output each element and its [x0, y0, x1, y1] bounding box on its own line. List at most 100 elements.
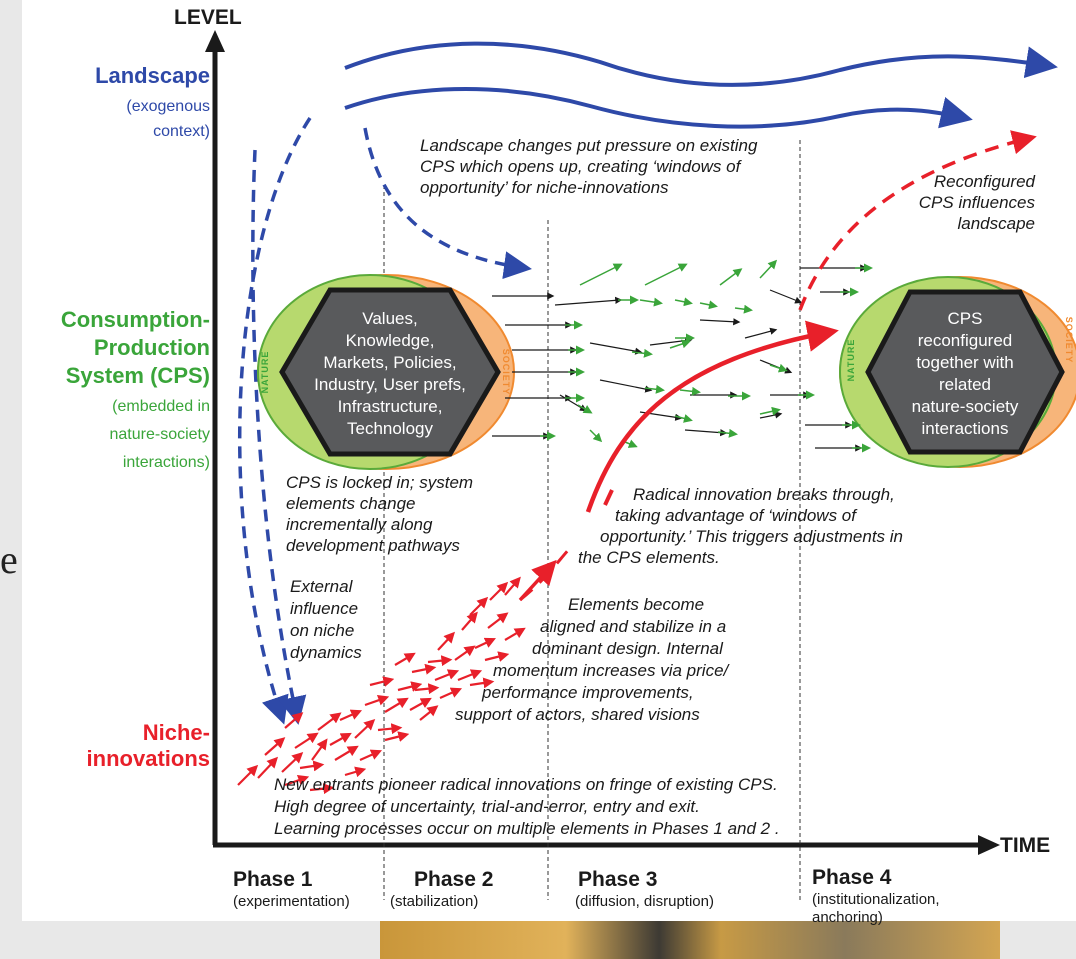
hex-right-line-1: CPS — [948, 309, 983, 328]
niche-arrow — [397, 681, 423, 692]
green-arrow — [644, 384, 665, 394]
phase-4-sub-2: anchoring) — [812, 909, 883, 926]
landscape-sub-2: context) — [153, 123, 210, 140]
nature-label-left: NATURE — [260, 351, 270, 394]
reconfigured-arrow — [798, 130, 1037, 311]
aligned-line-2: aligned and stabilize in a — [540, 617, 726, 636]
black-arrow — [589, 342, 643, 355]
niche-arrow — [377, 723, 403, 735]
niche-arrow — [264, 737, 286, 756]
niche-arrow — [504, 627, 526, 641]
black-arrow — [699, 318, 741, 326]
phase-1-name: Phase 1 — [233, 868, 313, 891]
hex-left-line-4: Industry, User prefs, — [314, 375, 466, 394]
phase-2-name: Phase 2 — [414, 868, 493, 891]
entrants-line-3: Learning processes occur on multiple ele… — [274, 819, 780, 838]
hex-right-line-5: nature-society — [912, 397, 1019, 416]
green-arrow — [759, 259, 778, 279]
niche-arrow — [484, 651, 510, 662]
black-arrow — [759, 411, 783, 419]
niche-title-2: innovations — [87, 746, 210, 771]
x-axis-arrow — [978, 835, 1000, 855]
niche-arrows — [237, 576, 526, 795]
phase-labels: Phase 1 (experimentation) Phase 2 (stabi… — [233, 866, 940, 926]
locked-line-4: development pathways — [286, 536, 460, 555]
niche-arrow — [487, 612, 509, 629]
niche-arrow — [334, 745, 359, 761]
hex-left-line-2: Knowledge, — [346, 331, 435, 350]
breakthrough-line-2: taking advantage of ‘windows of — [615, 506, 858, 525]
pressure-arrow — [363, 127, 532, 280]
level-labels: Landscape (exogenous context) Consumptio… — [61, 63, 210, 771]
entrants-line-2: High degree of uncertainty, trial-and-er… — [274, 797, 700, 816]
cps-hexagon-left — [279, 287, 501, 457]
niche-arrow — [299, 760, 325, 772]
hex-left-line-6: Technology — [347, 419, 434, 438]
niche-arrow — [384, 731, 410, 742]
green-arrow — [631, 348, 653, 358]
reconfigured-line-1: Reconfigured — [934, 172, 1036, 191]
green-arrow — [769, 363, 788, 373]
landscape-wave-upper — [344, 41, 1058, 87]
niche-arrow — [317, 712, 342, 731]
cps-title-2: Production — [94, 335, 210, 360]
aligned-line-6: support of actors, shared visions — [455, 705, 700, 724]
red-trajectory — [518, 130, 1037, 602]
niche-arrow — [329, 732, 352, 746]
phase-3-sub: (diffusion, disruption) — [575, 893, 714, 910]
external-line-1: External — [290, 577, 354, 596]
green-arrow — [759, 406, 781, 416]
niche-title-1: Niche- — [143, 720, 210, 745]
hex-left-line-3: Markets, Policies, — [323, 353, 456, 372]
niche-arrow — [461, 611, 478, 631]
black-arrow — [649, 337, 693, 346]
annotations: Landscape changes put pressure on existi… — [274, 136, 1036, 838]
hex-right-line-2: reconfigured — [918, 331, 1013, 350]
black-arrow — [744, 327, 778, 339]
red-segment — [603, 489, 614, 506]
external-line-2: influence — [290, 599, 358, 618]
green-arrows — [540, 259, 873, 453]
niche-arrow — [409, 697, 432, 711]
green-arrow — [674, 297, 693, 307]
cps-left-system: NATURE SOCIETY Values, Knowledge, Market… — [257, 274, 515, 470]
niche-arrow — [411, 663, 437, 675]
red-segment — [518, 559, 557, 602]
cps-sub-2: nature-society — [110, 426, 211, 443]
external-line-3: on niche — [290, 621, 354, 640]
cps-hexagon-right — [865, 289, 1065, 455]
aligned-line-1: Elements become — [568, 595, 704, 614]
niche-arrow — [281, 751, 304, 773]
landscape-wave-lower — [344, 87, 973, 129]
green-arrow — [577, 404, 593, 414]
niche-arrow — [311, 738, 328, 761]
phase-4-sub-1: (institutionalization, — [812, 891, 940, 908]
niche-arrow — [354, 718, 376, 739]
niche-arrow — [257, 756, 279, 779]
green-arrow — [674, 414, 693, 423]
cps-sub-3: interactions) — [123, 454, 210, 471]
niche-arrow — [504, 576, 521, 596]
axes: LEVEL TIME — [174, 6, 1050, 857]
niche-arrow — [469, 677, 495, 689]
black-arrow — [599, 379, 653, 393]
y-axis-arrow — [205, 30, 225, 52]
niche-arrow — [427, 655, 453, 667]
niche-arrow — [469, 596, 489, 616]
hex-right-line-4: related — [939, 375, 991, 394]
niche-arrow — [364, 694, 390, 707]
y-axis-label: LEVEL — [174, 6, 242, 29]
green-arrow — [717, 428, 738, 438]
society-label-left: SOCIETY — [501, 349, 511, 396]
x-axis-label: TIME — [1000, 834, 1050, 857]
niche-arrow — [294, 732, 319, 749]
external-line-4: dynamics — [290, 643, 362, 662]
diagram-frame — [22, 0, 1076, 921]
pressure-line-3: opportunity’ for niche-innovations — [420, 178, 669, 197]
background-photo-strip — [380, 921, 1000, 959]
external-influence-arrow-1 — [237, 117, 312, 725]
green-arrow — [639, 297, 663, 307]
niche-arrow — [457, 669, 483, 682]
green-arrow — [669, 339, 691, 349]
